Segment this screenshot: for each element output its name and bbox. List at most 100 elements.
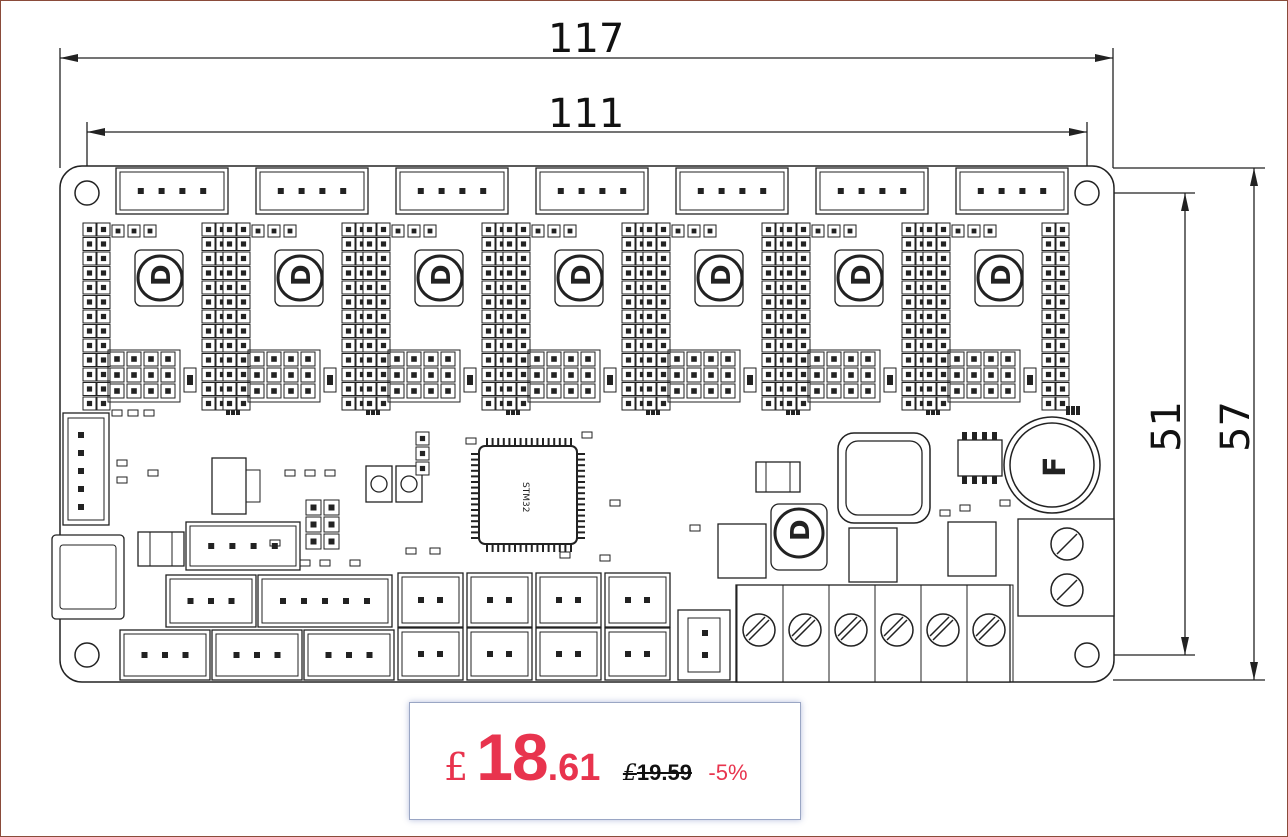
pin-hole	[625, 328, 632, 334]
pin-hole	[100, 342, 107, 349]
connector-pin	[506, 651, 512, 657]
pin-hole	[100, 299, 107, 305]
pin-hole	[625, 371, 632, 378]
connector-pin	[556, 597, 562, 603]
pin-hole	[585, 388, 591, 394]
pin-hole	[847, 228, 853, 234]
pin-hole	[100, 357, 107, 363]
pin-hole	[831, 356, 837, 362]
pin-hole	[226, 400, 233, 407]
pin-hole	[765, 313, 772, 320]
pin-hole	[380, 284, 387, 291]
pin-hole	[551, 228, 557, 234]
driver-chip-label: D	[427, 264, 457, 286]
pin-hole	[765, 299, 772, 305]
pin-hole	[646, 299, 653, 305]
pin-hole	[131, 228, 137, 234]
pin-hole	[288, 372, 294, 378]
driver-chip-label: D	[147, 264, 177, 286]
pin-hole	[345, 386, 352, 392]
connector-pin	[575, 651, 581, 657]
pin-hole	[345, 299, 352, 305]
connector-shroud	[608, 576, 667, 624]
screw-slot	[978, 619, 1000, 641]
pin-hole	[940, 299, 947, 305]
pin-hole	[585, 372, 591, 378]
pin-hole	[305, 372, 311, 378]
pin-hole	[905, 386, 912, 392]
pin-hole	[380, 241, 387, 247]
connector-body	[535, 167, 649, 215]
pin-hole	[428, 372, 434, 378]
connector-pin	[760, 188, 767, 194]
pin-hole	[1059, 371, 1066, 378]
pin-hole	[926, 400, 933, 407]
screw-head	[1050, 527, 1084, 561]
pin-hole	[905, 270, 912, 276]
pin-hole	[814, 372, 820, 378]
pin-hole	[271, 228, 277, 234]
pin-hole	[485, 270, 492, 276]
pin-hole	[148, 388, 154, 394]
fuse-center	[149, 531, 173, 567]
pin-hole	[765, 241, 772, 247]
connector-shroud	[189, 525, 297, 567]
pin-hole	[800, 313, 807, 320]
connector-pin	[343, 598, 349, 604]
pin-hole	[660, 342, 667, 349]
dim-height-outer: 57	[1213, 401, 1259, 452]
pin-hole	[86, 226, 93, 233]
connector-pin	[200, 188, 207, 194]
smd-part	[116, 476, 128, 484]
pin-hole	[506, 313, 513, 320]
pin-hole	[675, 228, 681, 234]
pin-hole	[955, 228, 961, 234]
pin-hole	[905, 313, 912, 320]
pin-hole	[520, 226, 527, 233]
connector-body	[395, 167, 509, 215]
pin-hole	[520, 313, 527, 320]
pin-hole	[625, 313, 632, 320]
pin-hole	[865, 372, 871, 378]
connector-pin	[487, 597, 493, 603]
connector-body	[466, 572, 533, 628]
jumper-frame	[107, 349, 181, 403]
pin-hole	[305, 388, 311, 394]
connector-pin	[480, 188, 487, 194]
pin-hole	[366, 241, 373, 247]
smd-resistor	[1076, 406, 1080, 415]
pin-hole	[226, 342, 233, 349]
screw-slot	[748, 619, 770, 641]
pin-hole	[131, 388, 137, 394]
eeprom-pin	[972, 432, 977, 440]
pin-hole	[86, 284, 93, 291]
pin-hole	[646, 255, 653, 262]
pin-hole	[954, 388, 960, 394]
pin-hole	[800, 241, 807, 247]
connector-pin	[229, 543, 236, 549]
pin-hole	[366, 371, 373, 378]
screw-head	[742, 613, 776, 647]
pin-hole	[380, 342, 387, 349]
jumper-frame	[807, 349, 881, 403]
connector-shroud	[959, 171, 1065, 211]
pin-hole	[165, 356, 171, 362]
connector-pin	[301, 598, 307, 604]
pin-hole	[646, 284, 653, 291]
pin-hole	[625, 226, 632, 233]
connector-shroud	[169, 578, 253, 624]
pin-hole	[905, 226, 912, 233]
pin-hole	[660, 400, 667, 407]
driver-slot: D	[222, 167, 380, 415]
smd-part	[465, 437, 477, 445]
smd-part	[959, 504, 971, 512]
pin-hole	[800, 342, 807, 349]
pin-hole	[786, 357, 793, 363]
mounting-holes	[74, 180, 1100, 668]
smd-resistor	[1066, 406, 1070, 415]
pin-hole	[1005, 388, 1011, 394]
screw-slot	[975, 616, 996, 637]
pin-hole	[115, 228, 121, 234]
pin-hole	[366, 400, 373, 407]
pin-hole	[345, 371, 352, 378]
